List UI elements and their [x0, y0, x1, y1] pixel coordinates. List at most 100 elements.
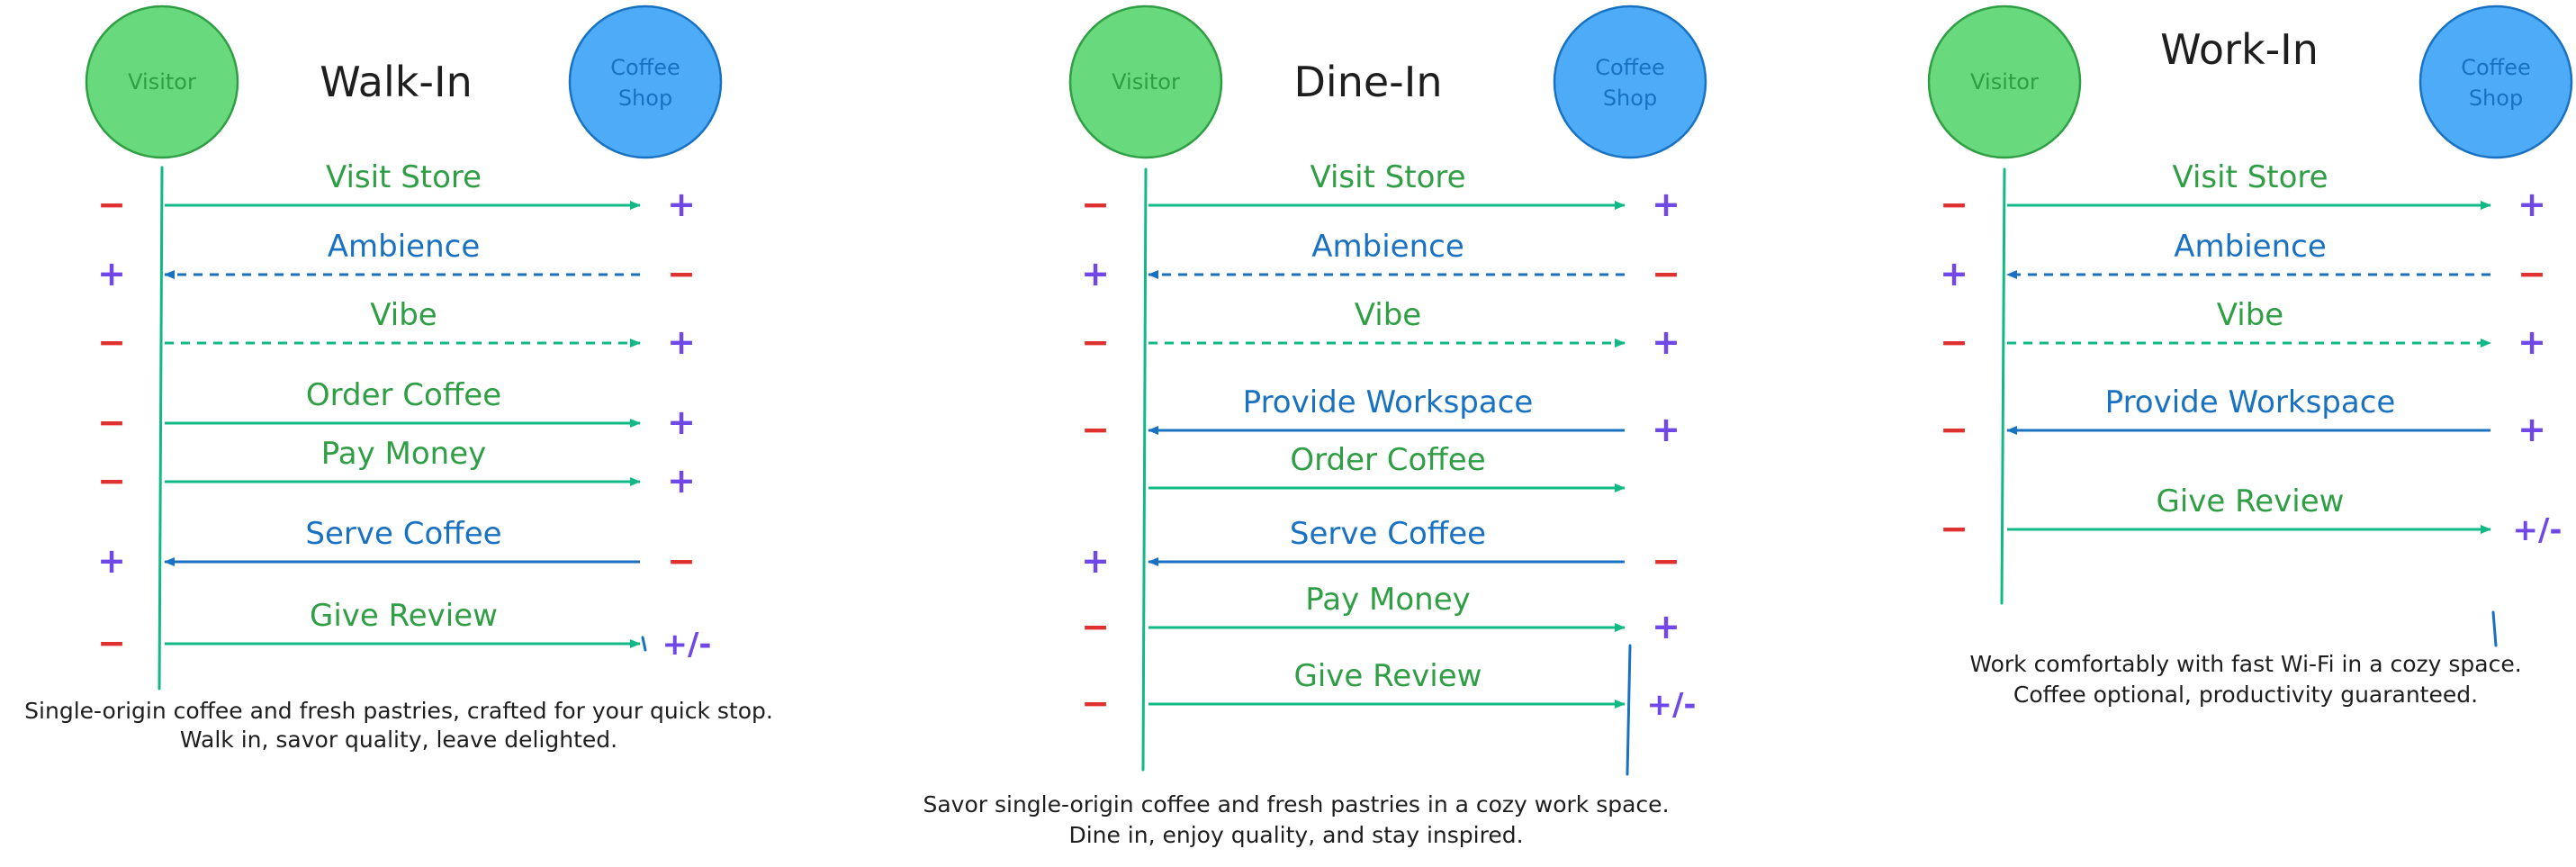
- shop-lifeline: [2491, 610, 2498, 647]
- visitor-sign: −: [1940, 410, 1968, 449]
- visitor-lifeline: [2000, 167, 2006, 605]
- visitor-actor: [85, 5, 239, 159]
- shop-sign: −: [1652, 541, 1680, 581]
- message-label: Vibe: [370, 297, 437, 333]
- shop-sign: +/-: [1646, 687, 1696, 723]
- visitor-sign: −: [1940, 322, 1968, 362]
- caption-line1: Savor single-origin coffee and fresh pas…: [923, 791, 1669, 817]
- message-2: Vibe − +: [1081, 297, 1680, 362]
- visitor-sign: −: [97, 623, 126, 663]
- shop-label-line2: Shop: [2469, 86, 2523, 111]
- shop-sign: +: [667, 402, 696, 442]
- shop-sign: +: [1652, 322, 1680, 362]
- shop-sign: +: [2517, 185, 2546, 224]
- message-label: Give Review: [2157, 483, 2345, 519]
- message-label: Serve Coffee: [305, 516, 501, 552]
- visitor-sign: +: [97, 541, 126, 581]
- message-1: Ambience + −: [1940, 229, 2546, 294]
- panel-title: Walk-In: [320, 58, 472, 106]
- visitor-actor: [1068, 5, 1223, 159]
- shop-sign: −: [667, 541, 696, 581]
- shop-sign: +: [2517, 322, 2546, 362]
- visitor-actor: [1927, 5, 2082, 159]
- message-1: Ambience + −: [97, 229, 696, 294]
- message-5: Serve Coffee + −: [97, 516, 696, 581]
- coffee-shop-actor: [2418, 5, 2573, 159]
- shop-label-line1: Coffee: [1595, 55, 1665, 80]
- shop-sign: +: [1652, 185, 1680, 224]
- message-label: Ambience: [2174, 229, 2327, 265]
- message-5: Serve Coffee + −: [1081, 516, 1680, 581]
- visitor-sign: +: [1940, 254, 1968, 294]
- message-label: Visit Store: [1310, 159, 1465, 195]
- message-7: Give Review−+/-: [1081, 658, 1696, 723]
- message-4: Pay Money−+: [97, 436, 696, 501]
- visitor-sign: −: [1081, 683, 1110, 723]
- visitor-sign: −: [1081, 410, 1110, 449]
- caption-line2: Coffee optional, productivity guaranteed…: [2013, 682, 2478, 708]
- visitor-sign: +: [1081, 541, 1110, 581]
- message-4: Order Coffee: [1148, 442, 1626, 492]
- message-6: Pay Money − +: [1081, 582, 1680, 646]
- message-label: Pay Money: [321, 436, 486, 472]
- visitor-sign: +: [1081, 254, 1110, 294]
- visitor-sign: −: [1081, 607, 1110, 646]
- message-label: Visit Store: [2172, 159, 2328, 195]
- visitor-label: Visitor: [1112, 69, 1180, 95]
- shop-lifeline: [1626, 644, 1632, 776]
- coffee-shop-actor: [1553, 5, 1707, 159]
- message-6: Give Review−+/-: [97, 598, 711, 663]
- panel-title: Work-In: [2160, 25, 2319, 74]
- message-3: Provide Workspace − +: [1940, 384, 2546, 449]
- message-label: Serve Coffee: [1290, 516, 1486, 552]
- visitor-sign: −: [97, 402, 126, 442]
- message-2: Vibe − +: [1940, 297, 2546, 362]
- message-2: Vibe−+: [97, 297, 696, 362]
- shop-sign: +: [1652, 410, 1680, 449]
- visitor-sign: −: [97, 322, 126, 362]
- visitor-sign: −: [1081, 322, 1110, 362]
- shop-label-line2: Shop: [1603, 86, 1657, 111]
- shop-lifeline: [641, 636, 647, 652]
- panel-title: Dine-In: [1294, 58, 1443, 106]
- caption-line1: Work comfortably with fast Wi-Fi in a co…: [1969, 651, 2521, 677]
- message-label: Ambience: [1311, 229, 1464, 265]
- visitor-sign: −: [1940, 185, 1968, 224]
- message-label: Ambience: [328, 229, 481, 265]
- shop-sign: −: [1652, 254, 1680, 294]
- visitor-sign: +: [97, 254, 126, 294]
- visitor-sign: −: [1081, 185, 1110, 224]
- shop-label-line1: Coffee: [610, 55, 680, 80]
- message-label: Order Coffee: [1290, 442, 1485, 478]
- message-label: Vibe: [1355, 297, 1421, 333]
- shop-sign: −: [2517, 254, 2546, 294]
- shop-label-line2: Shop: [618, 86, 672, 111]
- shop-sign: −: [667, 254, 696, 294]
- caption-line2: Walk in, savor quality, leave delighted.: [180, 727, 617, 753]
- message-label: Pay Money: [1305, 582, 1470, 618]
- message-label: Provide Workspace: [2105, 384, 2396, 420]
- shop-label-line1: Coffee: [2461, 55, 2531, 80]
- message-label: Vibe: [2217, 297, 2283, 333]
- caption-line2: Dine in, enjoy quality, and stay inspire…: [1068, 822, 1523, 848]
- message-label: Provide Workspace: [1243, 384, 1534, 420]
- shop-sign: +/-: [2512, 512, 2562, 548]
- message-label: Order Coffee: [306, 377, 501, 413]
- message-0: Visit Store − +: [97, 159, 696, 224]
- visitor-label: Visitor: [1970, 69, 2039, 95]
- visitor-sign: −: [97, 461, 126, 501]
- shop-sign: +: [1652, 607, 1680, 646]
- shop-sign: +: [667, 185, 696, 224]
- visitor-label: Visitor: [128, 69, 196, 95]
- message-1: Ambience + −: [1081, 229, 1680, 294]
- message-4: Give Review−+/-: [1940, 483, 2562, 548]
- visitor-lifeline: [158, 166, 164, 691]
- message-0: Visit Store − +: [1940, 159, 2546, 224]
- shop-sign: +: [2517, 410, 2546, 449]
- visitor-sign: −: [97, 185, 126, 224]
- message-label: Visit Store: [326, 159, 482, 195]
